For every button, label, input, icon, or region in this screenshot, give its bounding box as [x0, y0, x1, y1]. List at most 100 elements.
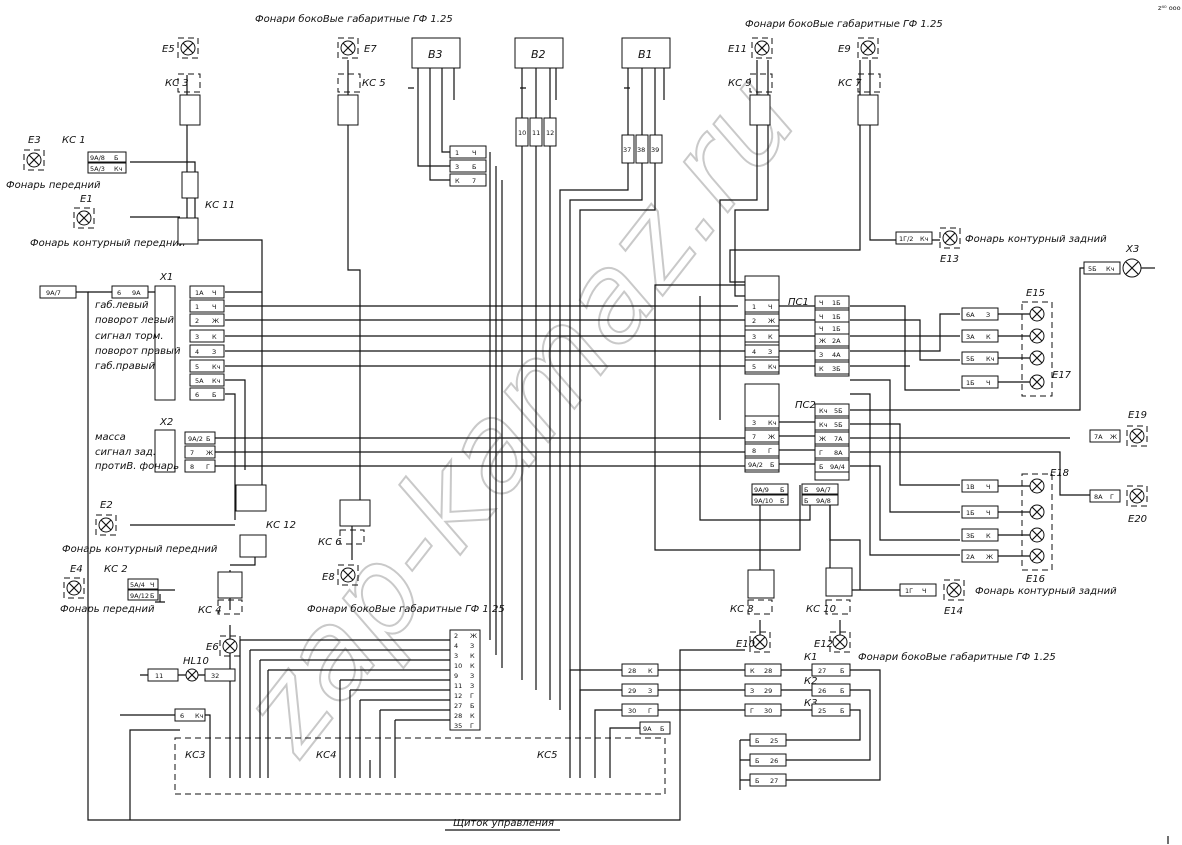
svg-text:E15: E15	[1026, 288, 1045, 299]
svg-text:К3: К3	[804, 698, 817, 709]
svg-text:Фонарь контурный задний: Фонарь контурный задний	[965, 234, 1107, 245]
svg-text:З: З	[470, 642, 474, 650]
lamp-e20: E20	[1126, 485, 1148, 525]
svg-text:B2: B2	[531, 48, 546, 61]
svg-text:E4: E4	[70, 564, 83, 575]
svg-text:З: З	[768, 348, 772, 356]
svg-text:Г: Г	[768, 447, 772, 455]
corner-mark: z⁴⁰ ooo	[1158, 4, 1181, 12]
connector-ks8	[747, 569, 775, 615]
svg-text:масса: масса	[95, 432, 126, 443]
svg-text:Ж: Ж	[212, 317, 219, 325]
svg-text:1Б: 1Б	[832, 313, 841, 321]
svg-text:Ч: Ч	[212, 289, 216, 297]
svg-text:К: К	[768, 333, 773, 341]
svg-text:К: К	[470, 652, 475, 660]
svg-text:8А: 8А	[834, 449, 843, 457]
lamp-e1: E1 Фонарь контурный передний	[30, 194, 186, 249]
svg-text:2: 2	[195, 317, 199, 325]
svg-text:Ч: Ч	[986, 483, 990, 491]
lamp-e5: E5	[162, 37, 199, 59]
svg-text:Кч: Кч	[819, 407, 828, 415]
svg-text:27: 27	[454, 702, 462, 710]
svg-text:Б: Б	[755, 737, 759, 745]
svg-text:Г: Г	[470, 722, 474, 730]
lamp-e2: E2 Фонарь контурный передний	[62, 500, 218, 555]
lamp-x3: X3	[1122, 244, 1155, 278]
svg-text:9А: 9А	[643, 725, 652, 733]
svg-text:1В: 1В	[966, 483, 975, 491]
svg-text:5Б: 5Б	[1088, 265, 1097, 273]
svg-text:3: 3	[455, 163, 459, 171]
svg-text:КС 3: КС 3	[165, 78, 189, 89]
svg-text:E12: E12	[814, 639, 833, 650]
svg-text:9А/7: 9А/7	[46, 289, 61, 297]
svg-text:5Б: 5Б	[834, 421, 843, 429]
svg-text:4: 4	[195, 348, 199, 356]
svg-text:Ж: Ж	[819, 337, 826, 345]
svg-text:1Г/2: 1Г/2	[899, 235, 913, 243]
svg-text:Б: Б	[755, 757, 759, 765]
svg-text:30: 30	[764, 707, 772, 715]
lamp-e13: E13 Фонарь контурный задний	[939, 227, 1107, 265]
svg-text:Ч: Ч	[212, 303, 216, 311]
svg-text:поворот правый: поворот правый	[95, 346, 181, 357]
svg-text:9А/9: 9А/9	[754, 486, 769, 494]
svg-text:Фонарь передний: Фонарь передний	[6, 180, 101, 191]
svg-text:Б: Б	[660, 725, 664, 733]
svg-text:КС 5: КС 5	[362, 78, 386, 89]
svg-text:6: 6	[195, 391, 199, 399]
svg-text:сигнал зад.: сигнал зад.	[95, 447, 156, 458]
svg-text:8: 8	[752, 447, 756, 455]
svg-text:39: 39	[651, 146, 659, 154]
svg-text:10: 10	[518, 129, 526, 137]
svg-text:E20: E20	[1128, 514, 1147, 525]
svg-text:КС5: КС5	[537, 750, 557, 761]
svg-text:Б: Б	[470, 702, 474, 710]
svg-text:28: 28	[764, 667, 772, 675]
svg-text:E9: E9	[838, 44, 851, 55]
svg-text:9А/2: 9А/2	[188, 435, 203, 443]
svg-text:Ж: Ж	[768, 433, 775, 441]
svg-text:Б: Б	[114, 154, 118, 162]
svg-text:27: 27	[818, 667, 826, 675]
svg-text:E18: E18	[1050, 468, 1069, 479]
svg-text:сигнал торм.: сигнал торм.	[95, 331, 164, 342]
svg-text:КС 12: КС 12	[266, 520, 296, 531]
svg-text:9А/8: 9А/8	[90, 154, 105, 162]
svg-text:К: К	[750, 667, 755, 675]
svg-text:30: 30	[628, 707, 636, 715]
svg-text:E14: E14	[944, 606, 963, 617]
svg-text:5: 5	[752, 363, 756, 371]
svg-text:8А: 8А	[1094, 493, 1103, 501]
svg-text:Ч: Ч	[922, 587, 926, 595]
svg-text:Б: Б	[150, 592, 154, 600]
svg-text:3: 3	[752, 333, 756, 341]
svg-text:E19: E19	[1128, 410, 1147, 421]
panel-label: Щиток управления	[453, 818, 554, 829]
wire-network	[40, 60, 1100, 821]
svg-text:З: З	[986, 311, 990, 319]
svg-text:Кч: Кч	[768, 363, 777, 371]
svg-text:28: 28	[454, 712, 462, 720]
svg-text:КС 11: КС 11	[205, 200, 235, 211]
svg-text:КС 10: КС 10	[806, 604, 836, 615]
svg-text:B3: B3	[428, 48, 443, 61]
svg-text:Б: Б	[472, 163, 476, 171]
svg-text:5А/4: 5А/4	[130, 581, 145, 589]
svg-text:Фонарь контурный задний: Фонарь контурный задний	[975, 586, 1117, 597]
svg-text:Б: Б	[780, 486, 784, 494]
svg-text:габ.левый: габ.левый	[95, 299, 149, 311]
svg-text:Ч: Ч	[819, 299, 823, 307]
svg-text:Г: Г	[1110, 493, 1114, 501]
control-panel: КС3 КС4 КС5 Щиток управления	[174, 737, 666, 831]
svg-text:1: 1	[752, 303, 756, 311]
connector-ks10	[825, 567, 853, 615]
svg-text:9А/2: 9А/2	[748, 461, 763, 469]
svg-text:Б: Б	[206, 435, 210, 443]
